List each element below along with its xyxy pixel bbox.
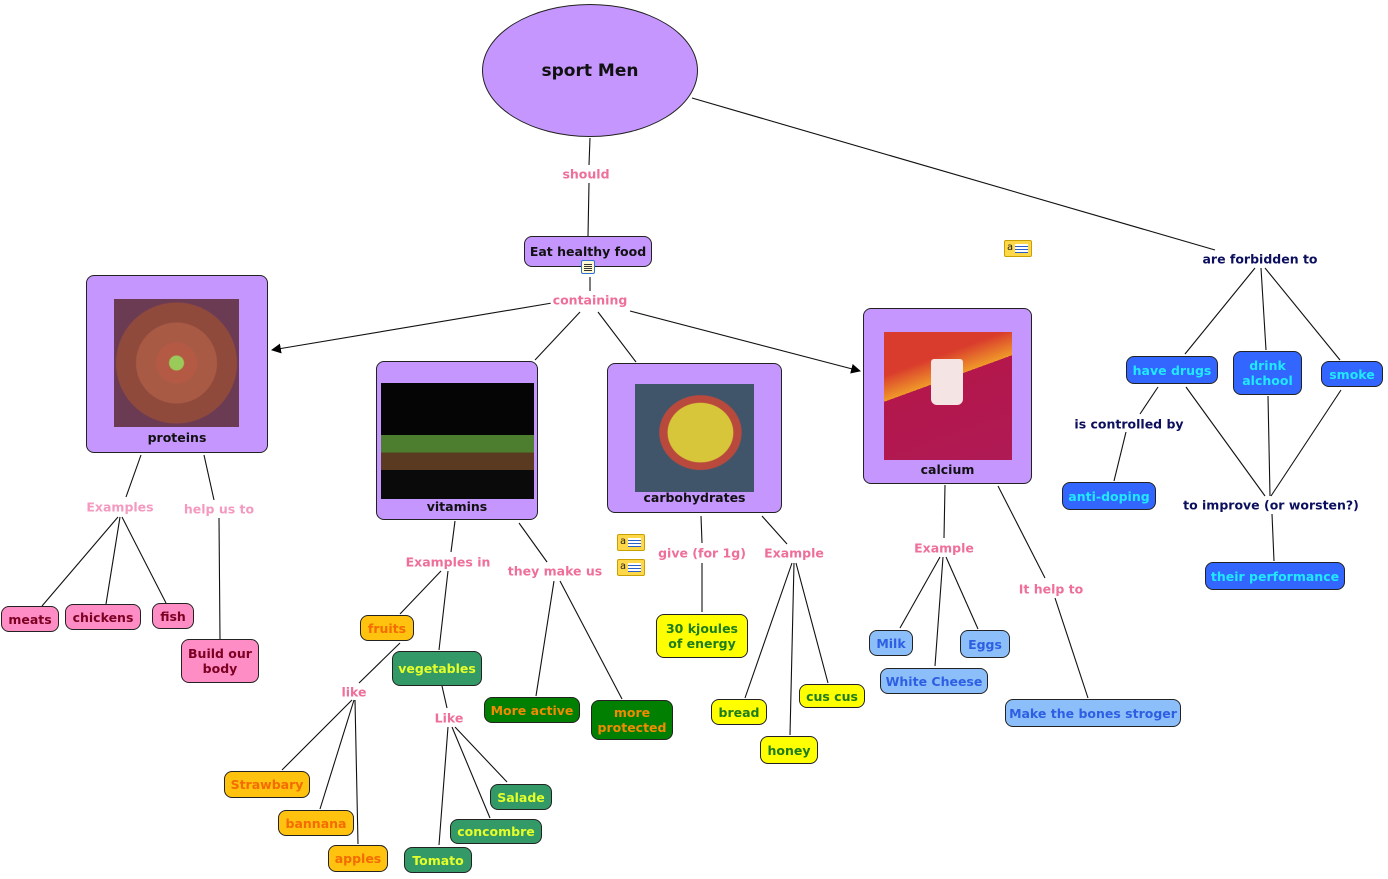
link-give-for-1g[interactable]: give (for 1g) (656, 545, 748, 561)
concept-eggs[interactable]: Eggs (960, 630, 1010, 658)
concept-meats[interactable]: meats (1, 606, 59, 632)
concept-label: White Cheese (885, 673, 983, 689)
concept-smoke[interactable]: smoke (1321, 361, 1383, 387)
concept-label: bannana (285, 815, 347, 831)
concept-label: honey (767, 742, 811, 758)
line-containing-carbs (597, 311, 637, 363)
concept-30-kjoules[interactable]: 30 kjoules of energy (656, 614, 748, 658)
link-example-carbs[interactable]: Example (762, 545, 826, 561)
proteins-image (114, 299, 239, 427)
concept-label: vegetables (398, 661, 476, 676)
concept-label: Salade (497, 789, 545, 805)
concept-label: drink alchool (1242, 358, 1293, 388)
link-are-forbidden-to[interactable]: are forbidden to (1200, 251, 1320, 267)
root-concept-sport-men[interactable]: sport Men (482, 4, 698, 137)
concept-chickens[interactable]: chickens (65, 604, 141, 630)
concept-anti-doping[interactable]: anti-doping (1062, 482, 1156, 510)
annotation-note-icon[interactable]: a (617, 534, 645, 551)
concept-bannana[interactable]: bannana (278, 810, 354, 836)
link-example-calcium[interactable]: Example (912, 540, 976, 556)
concept-vitamins[interactable]: vitamins (376, 361, 538, 520)
concept-label: Tomato (412, 852, 464, 868)
concept-label: have drugs (1132, 362, 1212, 378)
line-containing-calcium (629, 310, 861, 374)
concept-label: bread (718, 704, 760, 720)
concept-strawbary[interactable]: Strawbary (224, 771, 310, 798)
concept-white-cheese[interactable]: White Cheese (880, 668, 988, 694)
concept-salade[interactable]: Salade (490, 784, 552, 810)
proteins-label: proteins (147, 430, 207, 445)
vitamins-image (381, 383, 534, 499)
concept-bread[interactable]: bread (711, 699, 767, 725)
concept-concombre[interactable]: concombre (450, 819, 542, 844)
link-examples-in[interactable]: Examples in (403, 554, 493, 570)
concept-eat-healthy-food[interactable]: Eat healthy food (524, 236, 652, 267)
concept-label: their performance (1210, 568, 1340, 584)
concept-label: fish (160, 608, 186, 624)
link-to-improve[interactable]: to improve (or worsten?) (1181, 497, 1361, 513)
calcium-label: calcium (920, 462, 975, 477)
concept-label: chickens (72, 609, 134, 625)
line-root-forbidden (691, 97, 1216, 251)
link-containing[interactable]: containing (550, 292, 630, 308)
link-they-make-us[interactable]: they make us (505, 563, 605, 579)
concept-label: fruits (367, 620, 407, 636)
link-should[interactable]: should (560, 166, 612, 182)
concept-build-our-body[interactable]: Build our body (181, 639, 259, 683)
link-it-help-to[interactable]: It help to (1016, 581, 1086, 597)
carbohydrates-label: carbohydrates (643, 490, 746, 505)
concept-honey[interactable]: honey (760, 736, 818, 764)
concept-vegetables[interactable]: vegetables (392, 651, 482, 686)
link-help-us-to[interactable]: help us to (181, 501, 257, 517)
root-label: sport Men (541, 60, 639, 81)
link-is-controlled-by[interactable]: is controlled by (1072, 416, 1186, 432)
concept-more-protected[interactable]: more protected (591, 700, 673, 740)
concept-label: apples (334, 851, 382, 866)
concept-label: More active (490, 702, 574, 718)
concept-label: smoke (1329, 366, 1375, 382)
concept-their-performance[interactable]: their performance (1205, 562, 1345, 590)
concept-carbohydrates[interactable]: carbohydrates (607, 363, 782, 513)
concept-apples[interactable]: apples (328, 845, 388, 872)
concept-label: Build our body (188, 646, 252, 676)
concept-fish[interactable]: fish (152, 603, 194, 629)
concept-label: more protected (597, 705, 667, 735)
concept-label: Strawbary (230, 777, 304, 792)
document-resource-icon[interactable] (581, 260, 595, 274)
concept-label: concombre (457, 824, 535, 839)
concept-drink-alchool[interactable]: drink alchool (1233, 351, 1302, 395)
concept-label: anti-doping (1068, 488, 1150, 504)
annotation-note-icon[interactable]: a (1004, 240, 1032, 257)
concept-calcium[interactable]: calcium (863, 308, 1032, 484)
calcium-image (884, 332, 1012, 460)
annotation-note-icon[interactable]: a (617, 559, 645, 576)
link-like-fruits[interactable]: like (339, 684, 369, 700)
line-containing-vitamins (534, 311, 581, 361)
concept-have-drugs[interactable]: have drugs (1126, 356, 1218, 384)
vitamins-label: vitamins (426, 499, 488, 514)
concept-label: Milk (876, 635, 906, 651)
concept-label: Make the bones stroger (1009, 705, 1177, 721)
link-examples-proteins[interactable]: Examples (84, 499, 156, 515)
line-should-eat (587, 182, 590, 237)
concept-label: Eggs (968, 636, 1002, 652)
concept-make-bones-stronger[interactable]: Make the bones stroger (1005, 699, 1181, 727)
concept-tomato[interactable]: Tomato (404, 847, 472, 873)
line-containing-proteins (271, 302, 553, 354)
concept-label: meats (8, 611, 52, 627)
line-root-should (588, 137, 591, 166)
carbohydrates-image (635, 384, 754, 492)
concept-proteins[interactable]: proteins (86, 275, 268, 453)
link-like-vegetables[interactable]: Like (432, 710, 466, 726)
concept-cus-cus[interactable]: cus cus (799, 684, 865, 708)
concept-milk[interactable]: Milk (869, 630, 913, 656)
concept-label: 30 kjoules of energy (665, 621, 739, 651)
concept-label: cus cus (806, 688, 858, 704)
concept-label: Eat healthy food (529, 244, 647, 259)
concept-more-active[interactable]: More active (484, 697, 580, 723)
concept-fruits[interactable]: fruits (360, 615, 414, 641)
